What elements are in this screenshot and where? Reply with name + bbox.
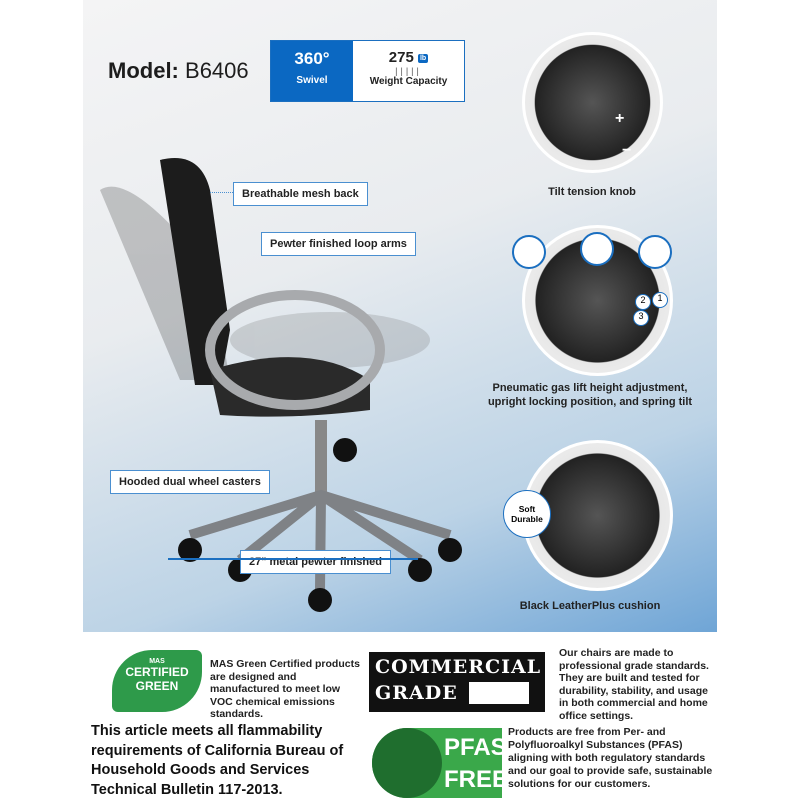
swivel-icon: 360° [294,49,330,68]
lock-icon [580,232,614,266]
wrench-fist-icon [469,682,529,704]
cushion-detail [522,440,673,591]
weight-icon: lb [417,53,429,63]
spec-badge: 360° Swivel 275 lb ||||| Weight Capacity [270,40,465,102]
marker-1: 1 [652,292,668,308]
model-number: B6406 [185,58,249,83]
swivel-badge: 360° Swivel [271,41,353,101]
plus-icon: + [615,110,625,127]
pfas-text: Products are free from Per- and Polyfluo… [508,726,713,790]
loop-arm [205,290,385,410]
weight-value: 275 [388,49,414,66]
model-title: Model: B6406 [108,58,249,84]
marker-3: 3 [633,310,649,326]
flammability-text: This article meets all flammability requ… [91,723,344,798]
height-icon [638,235,672,269]
tilt-knob [333,438,357,462]
cushion-caption: Black LeatherPlus cushion [519,600,661,612]
pneumatic-caption: Pneumatic gas lift height adjustment, up… [487,382,693,408]
tilt-knob-detail [522,32,663,173]
minus-icon: − [622,142,632,159]
callout-loop-arms: Pewter finished loop arms [261,232,416,256]
leaf-icon [372,728,442,798]
mas-certified-green-logo: MAS CERTIFIED GREEN [112,650,202,712]
weight-label: Weight Capacity [369,76,448,87]
commercial-grade-logo: COMMERCIAL GRADE [369,652,545,712]
weight-badge: 275 lb ||||| Weight Capacity [353,41,464,101]
callout-casters: Hooded dual wheel casters [110,470,270,494]
base-width-arrow [168,558,418,560]
marker-2: 2 [635,294,651,310]
model-label: Model: [108,58,179,83]
callout-base: 27" metal pewter finished [240,550,391,574]
tilt-knob-caption: Tilt tension knob [548,186,636,198]
chair-illustration [100,158,462,612]
mas-text: MAS Green Certified products are designe… [210,658,360,720]
callout-mesh-back: Breathable mesh back [233,182,368,206]
tilt-icon [512,235,546,269]
swivel-label: Swivel [296,75,328,86]
soft-durable-badge: Soft Durable [503,490,551,538]
commercial-text: Our chairs are made to professional grad… [559,647,709,722]
gas-cylinder [315,420,327,500]
star-base [188,489,452,591]
